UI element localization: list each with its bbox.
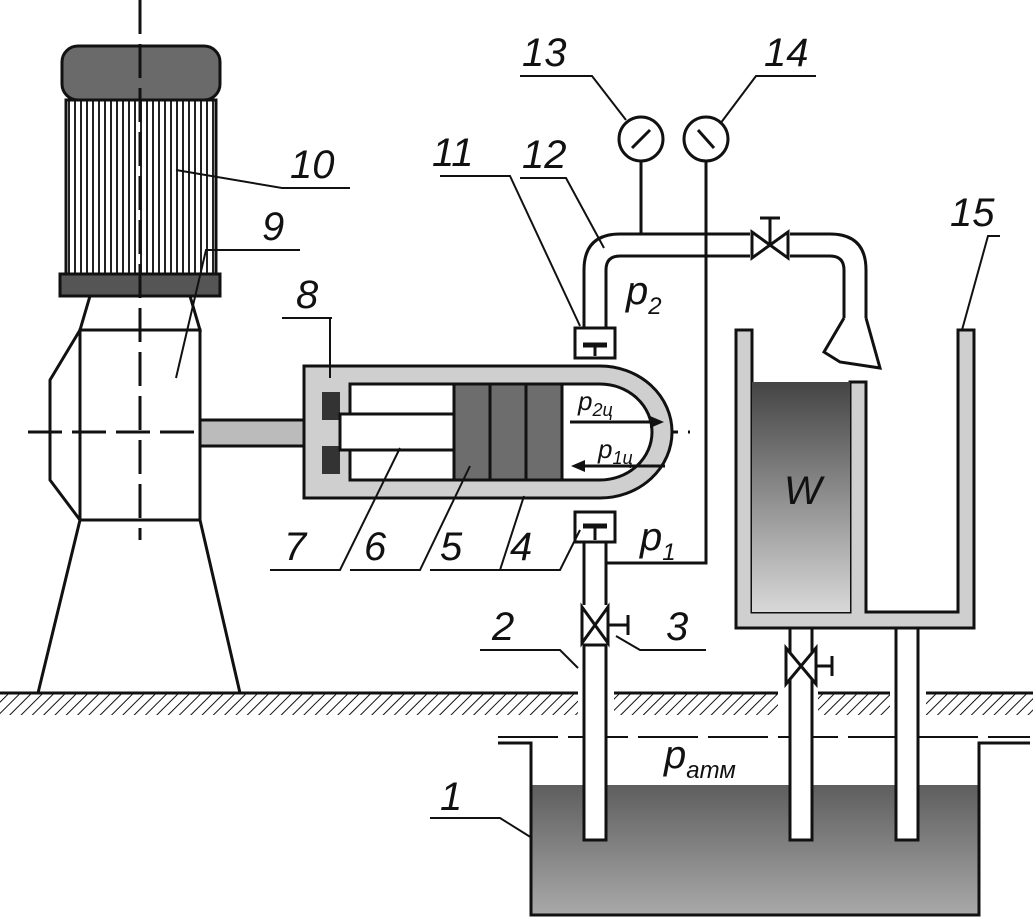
symbol-W: W (784, 469, 825, 513)
discharge-valve-11 (573, 326, 617, 360)
symbol-p1: p1 (639, 515, 676, 566)
label-3: 3 (666, 605, 688, 649)
label-2: 2 (491, 605, 514, 649)
measuring-tank-15 (734, 328, 976, 842)
symbols: p2 p1 p2ц p1ц pатм W (577, 269, 825, 784)
label-10: 10 (290, 143, 335, 187)
symbol-p2: p2 (625, 269, 662, 320)
label-4: 4 (510, 525, 532, 569)
vacuum-gauge-14 (606, 115, 730, 565)
label-6: 6 (364, 525, 387, 569)
suction-valve-4 (573, 510, 617, 544)
labels: 1 2 3 4 5 6 7 8 9 10 11 12 13 14 15 (262, 31, 995, 819)
flow-arrows (570, 416, 665, 472)
label-5: 5 (440, 525, 463, 569)
leader-lines (175, 75, 1000, 839)
label-15: 15 (950, 191, 995, 235)
discharge-pipe-12 (582, 232, 883, 370)
label-7: 7 (284, 525, 308, 569)
discharge-valve-handle (750, 216, 790, 261)
reservoir-1 (498, 736, 1030, 917)
symbol-p1c: p1ц (597, 434, 633, 468)
label-11: 11 (432, 131, 474, 175)
gearbox-9 (28, 0, 690, 695)
suction-valve-3 (580, 602, 630, 648)
label-1: 1 (440, 775, 462, 819)
symbol-p2c: p2ц (577, 386, 613, 420)
piston-6 (452, 382, 564, 482)
label-12: 12 (522, 133, 567, 177)
label-13: 13 (522, 31, 567, 75)
pressure-gauge-13 (617, 115, 665, 234)
label-8: 8 (296, 273, 319, 317)
label-9: 9 (262, 205, 284, 249)
label-14: 14 (764, 31, 809, 75)
suction-pipe-2 (582, 542, 608, 842)
symbol-patm: pатм (663, 733, 736, 784)
